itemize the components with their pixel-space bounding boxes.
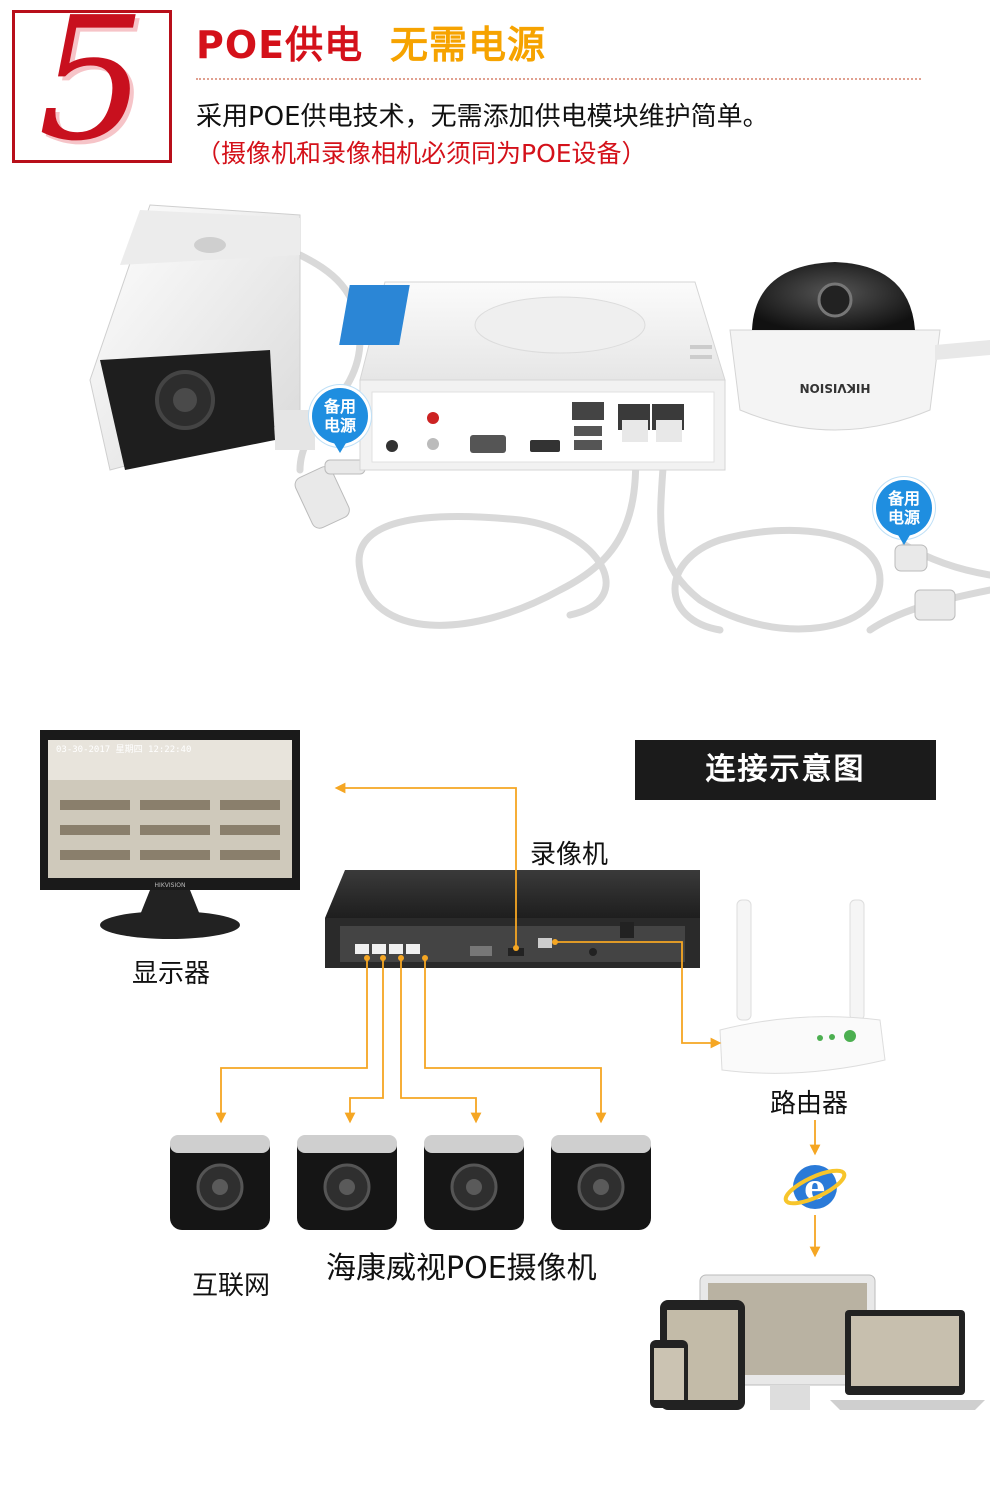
recorder-label: 录像机 xyxy=(530,840,609,870)
dome-brand-text: HIKVISION xyxy=(800,381,871,395)
header-note: （摄像机和录像相机必须同为POE设备） xyxy=(196,139,647,168)
ethernet-cables xyxy=(296,251,990,634)
line-nvr-to-camera-4 xyxy=(424,958,607,1124)
line-nvr-to-camera-2 xyxy=(344,958,384,1124)
backup-power-badge-right: 备用电源 xyxy=(876,480,932,545)
backup-power-badge-left: 备用电源 xyxy=(312,388,368,453)
connection-lines xyxy=(215,782,821,1258)
monitor-timestamp: 03-30-2017 星期四 12:22:40 xyxy=(56,744,191,755)
line-nvr-to-camera-3 xyxy=(400,958,482,1124)
line-dots xyxy=(364,939,558,961)
title-no-power-needed: 无需电源 xyxy=(390,23,547,67)
poe-camera-icons xyxy=(170,1135,651,1230)
header-description: 采用POE供电技术，无需添加供电模块维护简单。 xyxy=(196,102,769,132)
internet-label: 互联网 xyxy=(192,1271,271,1301)
nvr-device-photo xyxy=(339,281,726,471)
monitor-icon: 03-30-2017 星期四 12:22:40 HIKVISION xyxy=(40,730,300,939)
router-label: 路由器 xyxy=(770,1089,849,1119)
title-poe-power: POE供电 xyxy=(196,23,364,67)
line-nvr-to-monitor xyxy=(334,782,517,948)
nvr-icon xyxy=(325,870,700,968)
monitor-brand: HIKVISION xyxy=(155,882,186,889)
router-icon xyxy=(719,899,886,1074)
poe-cameras-label: 海康威视POE摄像机 xyxy=(326,1251,597,1286)
monitor-label: 显示器 xyxy=(132,959,211,989)
internet-explorer-icon: e xyxy=(783,1165,847,1209)
product-photo: HIKVISION xyxy=(89,204,990,634)
step-number: 5 xyxy=(37,10,147,163)
client-devices-icon xyxy=(650,1274,985,1410)
step-number-box: 5 5 xyxy=(12,10,172,163)
line-nvr-to-camera-1 xyxy=(215,958,368,1124)
line-nvr-to-router xyxy=(555,941,722,1049)
bullet-camera-photo xyxy=(89,204,315,471)
dome-camera-photo: HIKVISION xyxy=(729,262,990,431)
diagram-banner: 连接示意图 xyxy=(635,740,936,800)
step-number-shadow: 5 xyxy=(41,10,151,163)
header-divider xyxy=(196,78,921,80)
